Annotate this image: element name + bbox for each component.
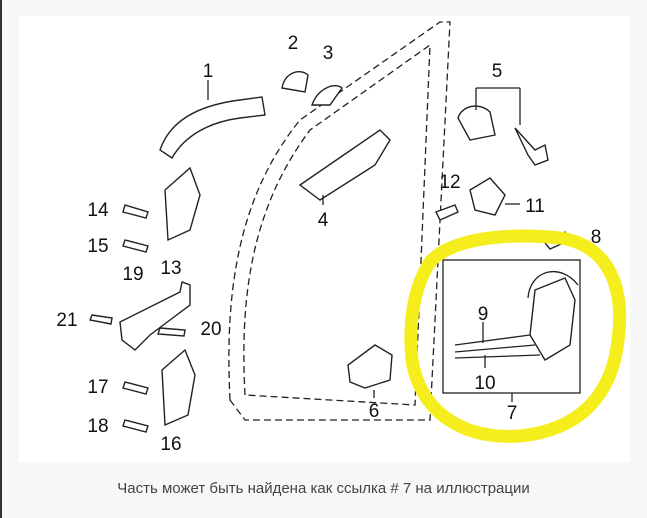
part-2-cap <box>281 71 309 93</box>
part-18-bolt <box>122 419 149 433</box>
part-14-bolt <box>122 204 149 219</box>
callout-16[interactable]: 16 <box>160 434 181 455</box>
part-19-door-check <box>119 281 191 351</box>
part-5-lock-cylinder <box>457 105 496 141</box>
callout-17[interactable]: 17 <box>87 377 108 398</box>
callout-13[interactable]: 13 <box>160 258 181 279</box>
callout-4[interactable]: 4 <box>318 210 329 231</box>
callout-6[interactable]: 6 <box>369 401 380 422</box>
callout-8[interactable]: 8 <box>591 227 602 248</box>
part-7-door-lock-actuator <box>529 277 576 361</box>
part-17-bolt <box>122 381 149 395</box>
callout-20[interactable]: 20 <box>200 319 221 340</box>
part-6-bracket <box>347 344 393 389</box>
callout-9[interactable]: 9 <box>478 304 489 325</box>
callout-11[interactable]: 11 <box>525 196 545 217</box>
part-13-upper-hinge <box>164 166 201 242</box>
callout-18[interactable]: 18 <box>87 416 108 437</box>
callout-2[interactable]: 2 <box>288 33 299 54</box>
callout-7[interactable]: 7 <box>507 403 518 424</box>
parts-diagram: 1 2 3 4 5 6 7 8 9 10 11 12 13 14 15 16 1… <box>56 21 627 455</box>
part-9-10-cables <box>454 334 541 359</box>
part-4-handle-frame <box>298 129 391 201</box>
diagram-caption: Часть может быть найдена как ссылка # 7 … <box>117 480 530 497</box>
part-3-cover <box>311 85 343 106</box>
part-1-outer-handle <box>159 96 266 160</box>
highlight-ring <box>404 229 627 443</box>
callout-14[interactable]: 14 <box>87 200 109 221</box>
callout-labels: 1 2 3 4 5 6 7 8 9 10 11 12 13 14 15 16 1… <box>56 33 601 455</box>
callout-10[interactable]: 10 <box>474 373 495 394</box>
part-16-lower-hinge <box>161 348 196 427</box>
window-edge <box>0 0 2 518</box>
callout-21[interactable]: 21 <box>56 310 77 331</box>
part-5-key <box>514 127 549 166</box>
part-12-bolt <box>435 204 459 221</box>
callout-15[interactable]: 15 <box>87 236 108 257</box>
part-11-striker <box>469 177 506 216</box>
callout-1[interactable]: 1 <box>203 61 214 82</box>
callout-12[interactable]: 12 <box>439 172 460 193</box>
part-15-bolt <box>122 239 149 253</box>
callout-19[interactable]: 19 <box>122 264 143 285</box>
door-outline-inner <box>243 43 431 406</box>
callout-5[interactable]: 5 <box>492 61 503 82</box>
door-outline <box>228 21 451 421</box>
callout-3[interactable]: 3 <box>323 43 334 64</box>
part-21-bolt <box>89 314 113 325</box>
part-20-bolt <box>157 327 186 337</box>
